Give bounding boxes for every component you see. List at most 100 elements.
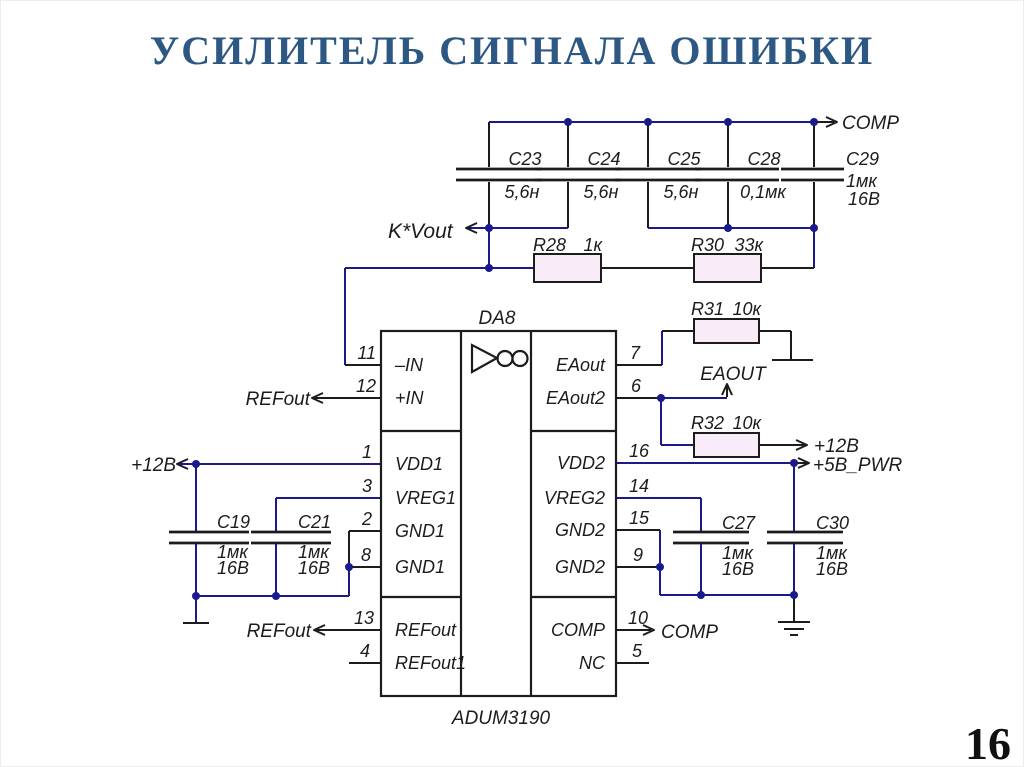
cap-voltage: 16В — [816, 559, 848, 579]
arrow-stubs — [726, 121, 834, 464]
pin-label: +IN — [395, 388, 425, 408]
cap-voltage: 16В — [298, 558, 330, 578]
c24-plates — [535, 167, 621, 182]
cap-value: 5,6н — [505, 182, 540, 202]
cap-ref: C21 — [298, 512, 331, 532]
vreg2-c27-branch — [616, 497, 702, 595]
cap-value: 1мк — [816, 543, 848, 563]
pin-label: GND1 — [395, 521, 445, 541]
pin-number: 13 — [354, 608, 374, 628]
infinity-icon — [511, 349, 529, 368]
c27-plates — [673, 530, 749, 545]
pin-number: 3 — [362, 476, 372, 496]
plus12-left-arrow — [176, 458, 189, 470]
c25-plates — [615, 167, 701, 182]
cap-value: 1мк — [298, 542, 330, 562]
pin-number: 8 — [361, 545, 371, 565]
net-refout-in: REFout — [246, 389, 311, 410]
r28-body — [533, 253, 602, 283]
cap-ref: C24 — [587, 149, 620, 169]
left-pin-numbers: 11 12 1 3 2 8 13 4 — [354, 343, 376, 661]
refout-in-arrow — [311, 392, 324, 404]
pin-label: VDD1 — [395, 454, 443, 474]
eaout-up-arrow — [721, 383, 733, 396]
cap-ref: C19 — [217, 512, 250, 532]
net-refout-bottom: REFout — [247, 621, 312, 642]
ic-designator: DA8 — [479, 308, 516, 329]
res-ref: R28 — [533, 235, 566, 255]
plus5-pwr-arrow — [797, 457, 810, 469]
r32-body — [693, 432, 760, 458]
ic-part-number: ADUM3190 — [451, 708, 551, 729]
eaout2-net — [660, 397, 727, 446]
net-comp-bottom: COMP — [661, 622, 718, 643]
c23-plates — [456, 167, 542, 182]
black-wires — [183, 121, 834, 664]
pin-number: 11 — [357, 343, 376, 363]
pin-number: 7 — [630, 343, 641, 363]
pin-label: GND1 — [395, 557, 445, 577]
cap-voltage: 16В — [722, 559, 754, 579]
capacitor-plates — [169, 167, 844, 545]
infinity-icon — [496, 349, 514, 368]
opamp-triangle-icon — [470, 343, 500, 374]
pin-label: GND2 — [555, 557, 605, 577]
earth-gnd — [778, 595, 810, 636]
comp-bottom-arrow — [642, 624, 655, 636]
net-k-vout: K*Vout — [388, 220, 454, 243]
c19-plates — [169, 530, 249, 545]
pin-label: EAout — [556, 355, 606, 375]
ic-body — [379, 329, 618, 698]
pin-label: EAout2 — [546, 388, 605, 408]
right-pin-numbers: 7 6 16 14 15 9 10 5 — [628, 343, 650, 661]
capacitor-labels: C23 5,6н C24 5,6н C25 5,6н C28 0,1мк C29… — [217, 149, 880, 579]
res-ref: R30 — [691, 235, 724, 255]
c21-plates — [251, 530, 331, 545]
r30-body — [693, 253, 762, 283]
pin-label: REFout1 — [395, 653, 466, 673]
right-pin-labels: EAout EAout2 VDD2 VREG2 GND2 GND2 COMP N… — [544, 355, 606, 673]
pin-number: 6 — [631, 376, 642, 396]
pin-label: COMP — [551, 620, 605, 640]
net-plus12v-left: +12В — [131, 455, 176, 476]
vreg1-c21-branch — [275, 497, 381, 596]
slide-title: УСИЛИТЕЛЬ СИГНАЛА ОШИБКИ — [149, 28, 875, 73]
cap-ref: C28 — [747, 149, 780, 169]
right-pin-stubs — [616, 364, 662, 664]
refout-bottom-arrow — [313, 624, 326, 636]
pin-label: VREG2 — [544, 488, 605, 508]
pin-label: NC — [579, 653, 606, 673]
res-value: 33к — [734, 235, 764, 255]
pin-number: 12 — [356, 376, 376, 396]
cap-ref: C30 — [816, 513, 849, 533]
pin-number: 4 — [360, 641, 370, 661]
pin-label: GND2 — [555, 520, 605, 540]
pin-label: REFout — [395, 620, 457, 640]
cap-ref: C25 — [667, 149, 701, 169]
resistor-labels: R28 1к R30 33к R31 10к R32 10к — [533, 235, 764, 433]
pin-number: 16 — [629, 441, 650, 461]
cap-value: 0,1мк — [740, 182, 787, 202]
kvout-arrow — [465, 222, 478, 234]
junction-dots — [192, 118, 818, 600]
r31-body — [693, 318, 760, 344]
pin-number: 14 — [629, 476, 649, 496]
res-value: 1к — [583, 235, 603, 255]
res-ref: R31 — [691, 299, 724, 319]
res-ref: R32 — [691, 413, 724, 433]
cap-value: 5,6н — [664, 182, 699, 202]
pin-number: 1 — [362, 442, 372, 462]
net-plus5v-pwr: +5В_PWR — [813, 455, 903, 476]
pin-label: VDD2 — [557, 453, 605, 473]
pin-number: 9 — [633, 545, 643, 565]
pin-label: VREG1 — [395, 488, 456, 508]
cap-voltage: 16В — [848, 189, 880, 209]
pin-number: 5 — [632, 641, 643, 661]
cap-value: 1мк — [722, 543, 754, 563]
net-plus12v-right: +12В — [814, 436, 859, 457]
page-number: 16 — [965, 718, 1011, 767]
pin-number: 10 — [628, 608, 648, 628]
left-pin-stubs — [313, 364, 381, 664]
c29-plates — [781, 167, 844, 182]
